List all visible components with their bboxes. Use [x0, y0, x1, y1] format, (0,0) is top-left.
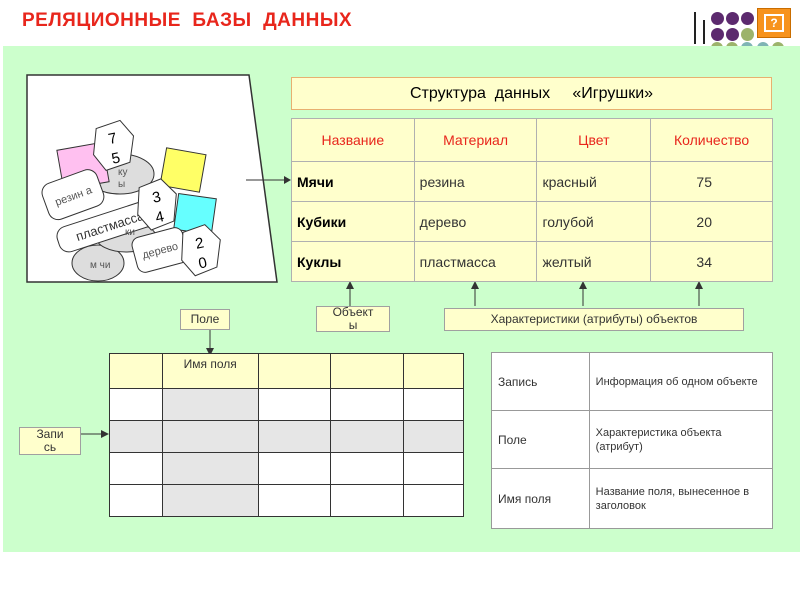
grid-cell	[257, 484, 332, 517]
grid-row	[109, 388, 464, 421]
decor-dot	[757, 42, 769, 48]
field-label: Поле	[180, 309, 230, 330]
column-header: Материал	[413, 118, 538, 162]
decor-dot	[741, 42, 753, 48]
help-button[interactable]: ?	[757, 8, 791, 38]
record-field-grid: Имя поля	[109, 353, 464, 517]
definition-row: Запись Информация об одном объекте	[491, 352, 774, 411]
decor-dot	[726, 42, 738, 48]
toys-data-table: Название Материал Цвет Количество Мячи р…	[291, 118, 773, 282]
grid-cell	[403, 353, 464, 389]
field-column-cell	[161, 484, 259, 517]
grid-cell	[403, 452, 464, 485]
table-row: Куклы пластмасса желтый 34	[291, 241, 773, 282]
definition-text: Информация об одном объекте	[588, 352, 774, 411]
material-cell: пластмасса	[413, 241, 538, 282]
table-row: Мячи резина красный 75	[291, 161, 773, 202]
column-header: Название	[291, 118, 415, 162]
grid-cell	[257, 388, 332, 421]
color-cell: красный	[536, 161, 652, 202]
definition-row: Поле Характеристика объекта (атрибут)	[491, 410, 774, 469]
decor-dot	[726, 12, 739, 25]
grid-cell	[109, 484, 163, 517]
definition-term: Запись	[491, 352, 590, 411]
record-row-cell	[330, 420, 405, 453]
record-row-cell	[257, 420, 332, 453]
definition-row: Имя поля Название поля, вынесенное в заг…	[491, 468, 774, 529]
definition-term: Имя поля	[491, 468, 590, 529]
definition-text: Название поля, вынесенное в заголовок	[588, 468, 774, 529]
material-cell: дерево	[413, 201, 538, 242]
grid-cell	[403, 388, 464, 421]
header-divider	[703, 20, 705, 44]
material-cell: резина	[413, 161, 538, 202]
structure-title: Структура данных «Игрушки»	[291, 77, 772, 110]
table-header-row: Название Материал Цвет Количество	[291, 118, 773, 162]
decor-dot	[726, 28, 739, 41]
column-header: Количество	[650, 118, 773, 162]
decor-dot	[741, 28, 754, 41]
object-name-cell: Кубики	[291, 201, 415, 242]
decor-dot	[741, 12, 754, 25]
decor-dot	[772, 42, 784, 48]
grid-cell	[330, 388, 405, 421]
table-row: Кубики дерево голубой 20	[291, 201, 773, 242]
grid-cell	[330, 353, 405, 389]
grid-cell	[403, 484, 464, 517]
definitions-table: Запись Информация об одном объекте Поле …	[491, 352, 774, 529]
header-divider	[694, 12, 696, 44]
record-row-cell	[109, 420, 163, 453]
count-cell: 75	[650, 161, 773, 202]
field-name-cell: Имя поля	[161, 353, 259, 389]
object-name-cell: Мячи	[291, 161, 415, 202]
field-column-cell	[161, 388, 259, 421]
decor-dot	[711, 12, 724, 25]
record-row-cell	[161, 420, 259, 453]
grid-cell	[330, 452, 405, 485]
definition-term: Поле	[491, 410, 590, 469]
decor-dot	[711, 28, 724, 41]
record-row-cell	[403, 420, 464, 453]
grid-cell	[109, 452, 163, 485]
slide-title: РЕЛЯЦИОННЫЕ БАЗЫ ДАННЫХ	[22, 10, 353, 31]
decor-dot	[711, 42, 723, 48]
grid-row	[109, 484, 464, 517]
grid-cell	[109, 353, 163, 389]
grid-header-row: Имя поля	[109, 353, 464, 389]
attributes-label: Характеристики (атрибуты) объектов	[444, 308, 744, 331]
field-column-cell	[161, 452, 259, 485]
grid-cell	[257, 353, 332, 389]
grid-cell	[109, 388, 163, 421]
color-cell: голубой	[536, 201, 652, 242]
record-label: Запись	[19, 427, 81, 455]
definition-text: Характеристика объекта (атрибут)	[588, 410, 774, 469]
count-cell: 34	[650, 241, 773, 282]
count-cell: 20	[650, 201, 773, 242]
grid-cell	[330, 484, 405, 517]
grid-cell	[257, 452, 332, 485]
grid-row	[109, 452, 464, 485]
help-icon: ?	[764, 14, 784, 32]
object-name-cell: Куклы	[291, 241, 415, 282]
color-cell: желтый	[536, 241, 652, 282]
objects-label: Объекты	[316, 306, 390, 332]
grid-row-record	[109, 420, 464, 453]
column-header: Цвет	[536, 118, 652, 162]
